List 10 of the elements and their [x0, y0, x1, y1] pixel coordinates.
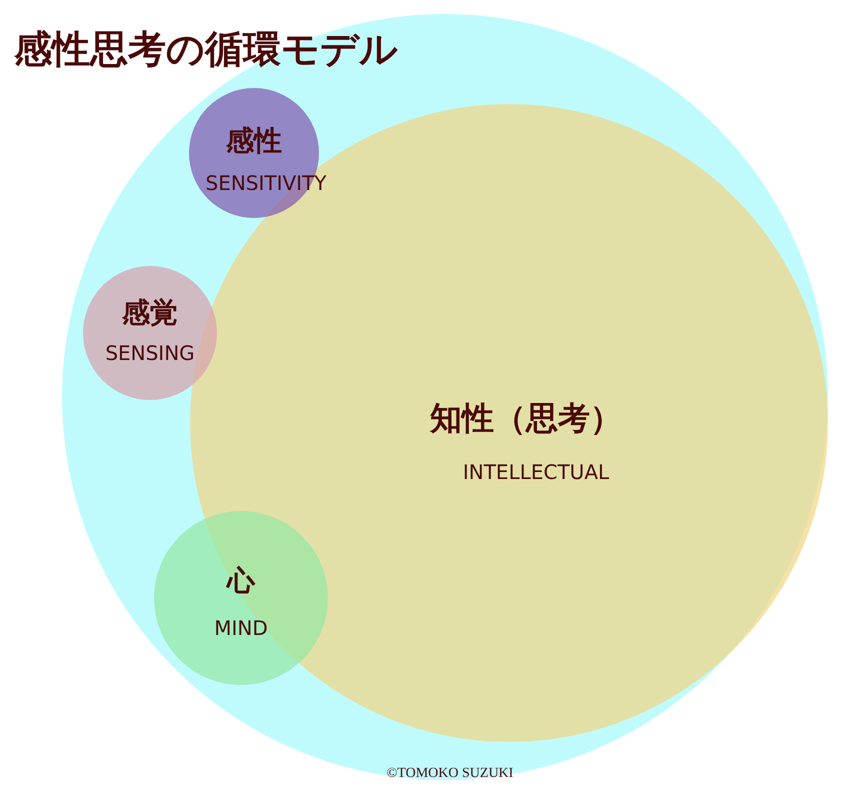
circle-subtitle: SENSITIVITY [206, 173, 326, 193]
circle-title: 感性 [226, 127, 282, 155]
title: 感性思考の循環モデル [14, 26, 398, 73]
circle-subtitle: MIND [214, 618, 268, 638]
circle-title: 感覚 [122, 299, 178, 327]
circle-subtitle: SENSING [105, 343, 195, 363]
copyright-note: ©TOMOKO SUZUKI [386, 766, 514, 782]
circle-title: 心 [227, 567, 255, 595]
circle-title: 知性（思考） [430, 402, 622, 434]
circle-subtitle: INTELLECTUAL [462, 462, 610, 482]
